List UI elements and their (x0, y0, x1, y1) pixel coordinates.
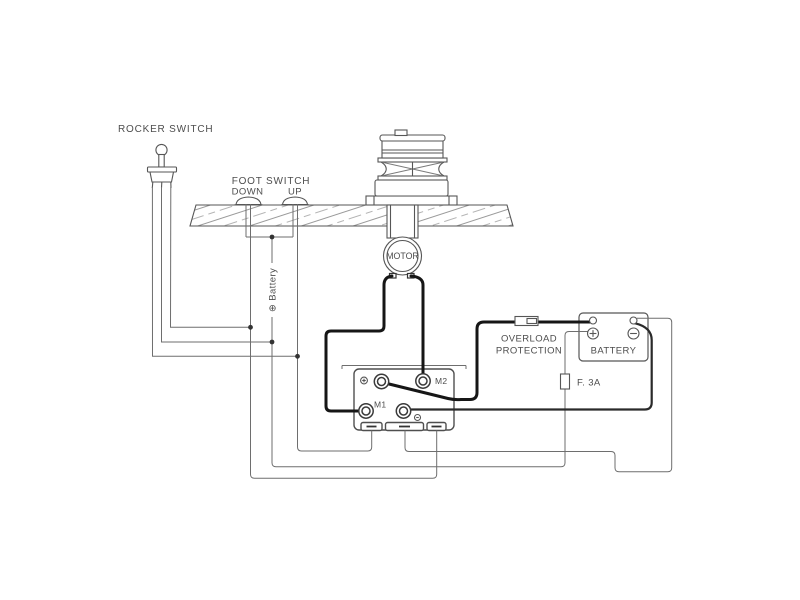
junction-rocker-down (248, 324, 253, 330)
junction-rocker-up (295, 353, 300, 359)
windlass-symbol (365, 129, 458, 206)
battery-negative-icon (627, 327, 640, 340)
power-cabling (324, 274, 653, 413)
control-wiring (151, 186, 673, 479)
deck-surface (189, 204, 514, 227)
battery-box (578, 312, 649, 362)
battery-positive-post (588, 316, 598, 325)
overload-breaker-element (526, 317, 538, 325)
windlass-top-nub (394, 129, 408, 137)
windlass-drum (381, 139, 444, 159)
wire-down-bus-to-tab (250, 204, 438, 479)
wire-up-bus-to-tab (297, 204, 373, 452)
battery-label: BATTERY (591, 346, 637, 357)
gypsy-lower-rim (377, 175, 448, 181)
rocker-body (149, 171, 175, 183)
battery-symbol (578, 312, 649, 362)
foot-switch-up-symbol (281, 196, 309, 206)
battery-negative-post (629, 316, 638, 325)
diagram-labels: ROCKER SWITCH FOOT SWITCH DOWN UP MOTOR … (118, 124, 637, 410)
battery-terminals (586, 316, 640, 340)
motor-inner-circle (386, 239, 419, 273)
windlass-base-flange (365, 195, 458, 206)
rocker-lever-stem (158, 153, 165, 168)
junction-dots (248, 234, 300, 359)
solenoid-terminals (358, 373, 431, 422)
foot-switch-label: FOOT SWITCH (232, 176, 311, 187)
wire-rocker-to-down-bus (169, 186, 251, 328)
motor-shaft-housing (386, 204, 419, 239)
windlass-top-cap (379, 134, 446, 142)
wire-common-to-fuse (271, 317, 566, 468)
m1-label: M1 (374, 400, 386, 410)
foot-switch-down-symbol (234, 196, 263, 206)
wire-fuse-to-battery-positive (564, 331, 588, 374)
wire-rocker-to-up-bus (151, 186, 298, 357)
rocker-switch-symbol (146, 143, 178, 189)
overload-label-line2: PROTECTION (496, 346, 562, 357)
cable-motor-to-m2 (409, 274, 425, 377)
deck-hatching (190, 205, 513, 226)
wire-coil-return-to-battery-negative (404, 317, 673, 473)
junction-rocker-common (269, 339, 275, 345)
wire-rocker-to-common-bus (161, 187, 272, 343)
gypsy-upper-rim (377, 157, 448, 163)
cable-motor-to-m1 (324, 274, 394, 413)
up-label: UP (288, 187, 302, 198)
rocker-lever-knob (155, 143, 168, 157)
m2-label: M2 (435, 376, 447, 386)
fuse-symbol (559, 373, 571, 390)
windlass-gearbox (374, 179, 449, 197)
overload-label-line1: OVERLOAD (501, 334, 557, 345)
fuse-body (559, 373, 571, 390)
motor-assembly (382, 204, 423, 279)
battery-positive-icon (586, 327, 600, 340)
overload-protection-symbol (514, 315, 539, 327)
battery-feed-label: ⊕ Battery (268, 268, 279, 312)
foot-switch-up-dome (281, 196, 309, 206)
rocker-switch-label: ROCKER SWITCH (118, 124, 213, 135)
junction-common-bar (269, 234, 275, 240)
cable-solenoid-to-overload (383, 320, 518, 402)
fuse-label: F. 3A (577, 378, 601, 389)
motor-label: MOTOR (386, 251, 419, 261)
rocker-top-plate (146, 166, 178, 173)
motor-outer-circle (382, 236, 423, 276)
cable-battery-negative-to-solenoid (404, 321, 653, 411)
down-label: DOWN (232, 187, 264, 198)
foot-switch-down-dome (235, 196, 262, 206)
